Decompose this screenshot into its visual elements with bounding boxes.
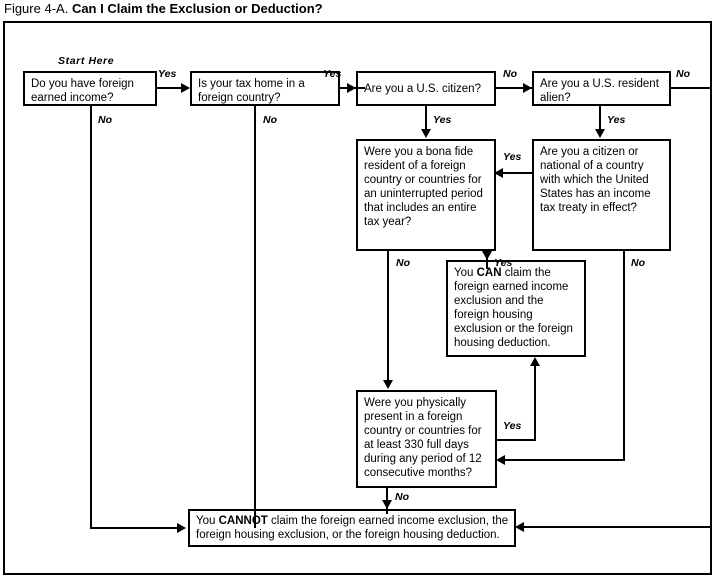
edge-q4-cannot-arrow [515, 522, 524, 532]
node-bona-fide-resident[interactable]: Were you a bona fide resident of a forei… [356, 139, 496, 251]
edge-q3-q4-label: No [503, 68, 517, 80]
node-foreign-earned-income-text: Do you have foreign earned income? [31, 78, 134, 104]
can-emphasis: CAN [476, 267, 502, 279]
edge-q5-q7-label: No [396, 257, 410, 269]
edge-q6-q7-line-v [623, 251, 625, 461]
edge-q1-q2-label: Yes [158, 68, 177, 80]
node-tax-treaty-country[interactable]: Are you a citizen or national of a count… [532, 139, 671, 251]
edge-q4-q6-line [599, 106, 601, 131]
edge-q7-cannot-arrow [382, 500, 392, 509]
flowchart-canvas: Start Here Do you have foreign earned in… [3, 21, 712, 575]
edge-q7-cannot-label: No [395, 491, 409, 503]
edge-q3-q5-arrow [421, 129, 431, 138]
node-physical-presence[interactable]: Were you physically present in a foreign… [356, 390, 497, 488]
edge-q3-q5-label: Yes [433, 114, 452, 126]
edge-q4-q6-arrow [595, 129, 605, 138]
node-us-citizen-text: Are you a U.S. citizen? [364, 82, 481, 95]
edge-q6-q5-label: Yes [503, 151, 522, 163]
edge-q3-q5-line [425, 106, 427, 131]
edge-q5-q7-arrow [383, 380, 393, 389]
node-physical-presence-text: Were you physically present in a foreign… [364, 397, 482, 479]
edge-left-cannot-arrow [177, 523, 186, 533]
edge-q1-cannot-line-h [90, 527, 180, 529]
node-can-claim[interactable]: You CAN claim the foreign earned income … [446, 260, 586, 357]
edge-q2-q3-arrow [347, 83, 356, 93]
edge-q4-cannot-line-h1 [671, 87, 712, 89]
edge-q5-can-line [486, 251, 488, 269]
node-can-claim-text: You CAN claim the foreign earned income … [454, 267, 573, 349]
edge-q4-q6-label: Yes [607, 114, 626, 126]
edge-q1-q2-arrow [181, 83, 190, 93]
edge-q5-can-arrow [482, 251, 492, 260]
cannot-emphasis: CANNOT [218, 515, 268, 527]
edge-q2-cannot-line-v [254, 106, 256, 528]
edge-q3-q4-arrow [523, 83, 532, 93]
node-us-resident-alien[interactable]: Are you a U.S. resident alien? [532, 71, 671, 106]
edge-q4-cannot-label: No [676, 68, 690, 80]
edge-q2-q3-label: Yes [323, 68, 342, 80]
edge-q1-cannot-label: No [98, 114, 112, 126]
edge-q6-q7-arrow [496, 455, 505, 465]
edge-q4-cannot-line-h2 [524, 526, 712, 528]
node-cannot-claim[interactable]: You CANNOT claim the foreign earned inco… [188, 509, 516, 547]
edge-q7-can-label: Yes [503, 420, 522, 432]
start-here-label: Start Here [58, 55, 115, 67]
edge-q7-can-line-h [497, 439, 536, 441]
node-tax-home-foreign-country[interactable]: Is your tax home in a foreign country? [190, 71, 340, 106]
edge-q2-cannot-label: No [263, 114, 277, 126]
node-bona-fide-resident-text: Were you a bona fide resident of a forei… [364, 146, 483, 228]
node-us-resident-alien-text: Are you a U.S. resident alien? [540, 78, 659, 104]
edge-q1-cannot-line-v [90, 106, 92, 529]
node-foreign-earned-income[interactable]: Do you have foreign earned income? [23, 71, 157, 106]
edge-q7-can-arrow [530, 357, 540, 366]
node-cannot-claim-text: You CANNOT claim the foreign earned inco… [196, 515, 509, 541]
edge-q6-q5-line [503, 172, 532, 174]
figure-title-text: Can I Claim the Exclusion or Deduction? [71, 1, 323, 16]
edge-q6-q5-arrow [494, 168, 503, 178]
figure-number: Figure 4-A. [4, 1, 69, 16]
node-tax-treaty-country-text: Are you a citizen or national of a count… [540, 146, 651, 214]
page-title: Figure 4-A. Can I Claim the Exclusion or… [4, 1, 323, 16]
edge-q1-q2-line [157, 87, 182, 89]
edge-q7-can-line-v [534, 366, 536, 441]
edge-q6-q7-label: No [631, 257, 645, 269]
edge-q4-cannot-line-v [710, 87, 712, 528]
node-tax-home-foreign-country-text: Is your tax home in a foreign country? [198, 78, 305, 104]
edge-q5-q7-line [387, 251, 389, 387]
edge-q3-q4-line [496, 87, 532, 89]
edge-q6-q7-line-h [505, 459, 625, 461]
node-us-citizen[interactable]: Are you a U.S. citizen? [356, 71, 496, 106]
edge-q5-can-label: Yes [494, 257, 513, 269]
